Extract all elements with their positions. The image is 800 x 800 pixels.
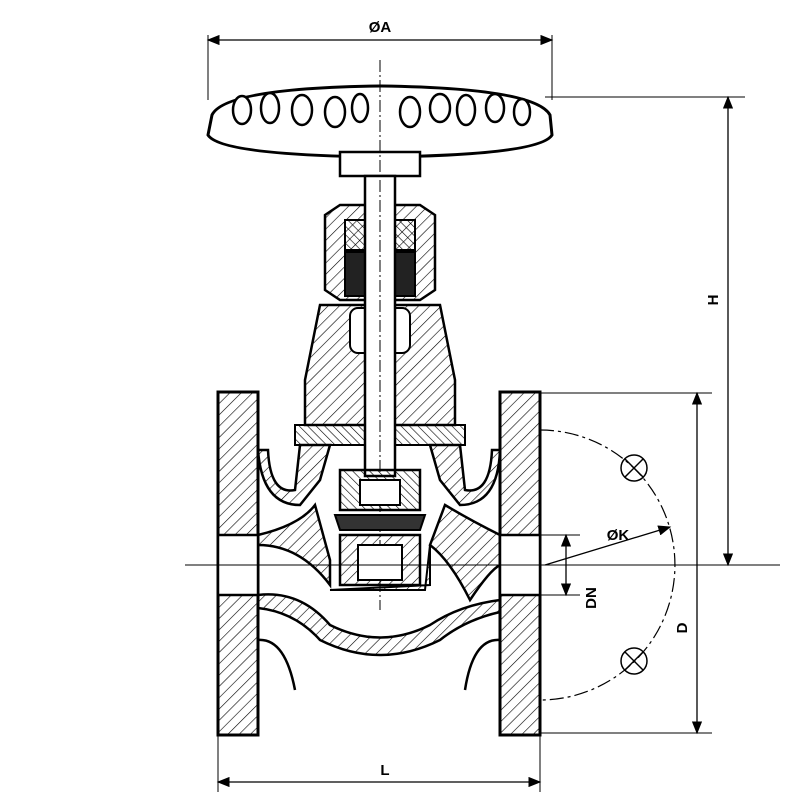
dimension-D: D [540,391,712,735]
label-D: D [674,622,691,633]
label-A: ØA [369,19,392,36]
dimension-A: ØA [206,19,554,100]
bolt-hole-top [620,454,648,482]
dimension-L: L [216,735,542,792]
stem-and-disc [333,60,427,610]
dimension-H: H [545,95,745,567]
dimension-DN: DN [540,533,600,609]
bolt-circle: ØK [539,429,676,701]
label-DN: DN [583,587,600,609]
label-K: ØK [607,527,630,544]
label-L: L [380,762,389,779]
label-H: H [705,295,722,306]
bolt-hole-bottom [620,647,648,675]
